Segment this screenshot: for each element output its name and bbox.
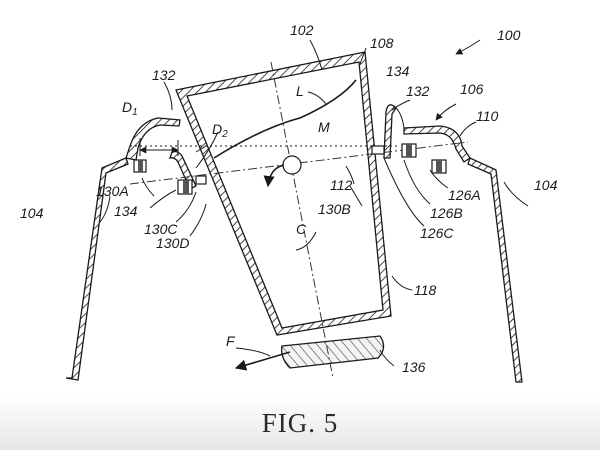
sensor-130c xyxy=(178,180,192,194)
sensor-130a xyxy=(134,160,146,172)
holder-rim-left xyxy=(126,118,196,189)
label-126a: 126A xyxy=(448,187,481,203)
force-arrow xyxy=(236,352,290,368)
label-130b: 130B xyxy=(318,201,351,217)
connector-right xyxy=(372,146,384,154)
holder-rim-right xyxy=(384,105,470,162)
label-L: L xyxy=(296,83,304,99)
label-110: 110 xyxy=(476,108,499,124)
label-130a: 130A xyxy=(96,183,129,199)
label-132-right: 132 xyxy=(406,83,430,99)
label-136: 136 xyxy=(402,359,426,375)
label-112: 112 xyxy=(330,177,353,193)
label-126b: 126B xyxy=(430,205,463,221)
label-C: C xyxy=(296,221,307,237)
label-d2: D2 xyxy=(212,121,228,140)
label-100: 100 xyxy=(497,27,521,43)
label-106: 106 xyxy=(460,81,484,97)
label-F: F xyxy=(226,333,236,349)
label-d1: D1 xyxy=(122,99,138,118)
label-102: 102 xyxy=(290,22,314,38)
label-104-left: 104 xyxy=(20,205,44,221)
label-134-right: 134 xyxy=(386,63,410,79)
label-132-left: 132 xyxy=(152,67,176,83)
connector-left xyxy=(196,176,206,184)
label-130d: 130D xyxy=(156,235,189,251)
inserted-container xyxy=(130,52,468,378)
label-118: 118 xyxy=(414,282,437,298)
label-104-right: 104 xyxy=(534,177,558,193)
label-108: 108 xyxy=(370,35,394,51)
moment-arrow xyxy=(268,165,284,186)
pivot-point xyxy=(283,156,301,174)
figure-caption: FIG. 5 xyxy=(262,408,339,438)
label-134-left: 134 xyxy=(114,203,138,219)
sensor-126a xyxy=(432,160,446,173)
label-M: M xyxy=(318,119,330,135)
label-126c: 126C xyxy=(420,225,454,241)
sensor-126b xyxy=(402,144,416,157)
